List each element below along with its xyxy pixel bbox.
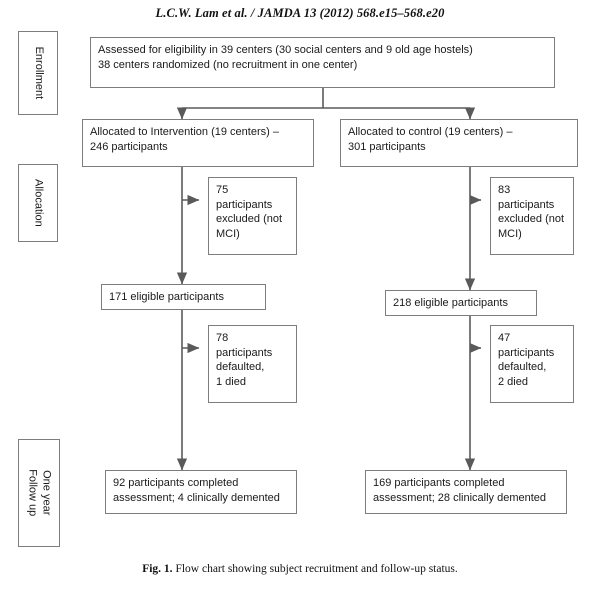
node-eligible-control: 218 eligible participants (385, 290, 537, 316)
node-completed-intervention-line-2: assessment; 4 clinically demented (113, 491, 280, 504)
node-excluded-control-line-3: excluded (not (498, 213, 565, 226)
node-allocated-control: Allocated to control (19 centers) – 301 … (340, 119, 578, 167)
node-allocated-control-line-1: Allocated to control (19 centers) – (348, 126, 513, 138)
node-defaulted-intervention: 78 participants defaulted, 1 died (208, 325, 297, 403)
stage-label-one-year-follow-up-text: One year Follow up (27, 469, 53, 517)
node-defaulted-intervention-line-4: 1 died (216, 375, 246, 388)
node-excluded-control: 83 participants excluded (not MCI) (490, 177, 574, 255)
node-excluded-intervention-line-4: MCI) (216, 227, 240, 240)
node-assessed-line-2: 38 centers randomized (no recruitment in… (98, 58, 358, 71)
figure-caption-text: Flow chart showing subject recruitment a… (175, 563, 458, 575)
node-excluded-control-line-2: participants (498, 198, 555, 211)
node-excluded-intervention-line-3: excluded (not (216, 213, 283, 226)
node-allocated-control-line-2: 301 participants (348, 140, 426, 153)
node-allocated-intervention-line-2: 246 participants (90, 140, 168, 153)
node-completed-control-line-2: assessment; 28 clinically demented (373, 491, 547, 504)
node-defaulted-control-line-3: defaulted, (498, 361, 547, 374)
node-completed-intervention: 92 participants completed assessment; 4 … (105, 470, 297, 514)
node-excluded-intervention-line-2: participants (216, 198, 273, 211)
stage-label-enrollment-text: Enrollment (32, 46, 45, 100)
node-defaulted-intervention-line-2: participants (216, 346, 273, 359)
node-excluded-control-line-4: MCI) (498, 227, 522, 240)
stage-label-one-year-follow-up: One year Follow up (18, 439, 60, 547)
node-eligible-control-text: 218 eligible participants (393, 296, 508, 309)
node-excluded-intervention: 75 participants excluded (not MCI) (208, 177, 297, 255)
journal-running-head: L.C.W. Lam et al. / JAMDA 13 (2012) 568.… (155, 6, 445, 20)
node-defaulted-control-line-2: participants (498, 346, 555, 359)
node-excluded-control-line-1: 83 (498, 184, 511, 196)
node-assessed-for-eligibility: Assessed for eligibility in 39 centers (… (90, 37, 555, 88)
figure-caption-label: Fig. 1. (142, 563, 173, 575)
node-completed-intervention-line-1: 92 participants completed (113, 477, 239, 489)
node-allocated-intervention-line-1: Allocated to Intervention (19 centers) – (90, 126, 279, 138)
stage-label-enrollment: Enrollment (18, 31, 58, 115)
figure-caption: Fig. 1. Flow chart showing subject recru… (0, 563, 600, 575)
node-completed-control: 169 participants completed assessment; 2… (365, 470, 567, 514)
node-excluded-intervention-line-1: 75 (216, 184, 229, 196)
node-defaulted-control-line-4: 2 died (498, 375, 528, 388)
stage-label-allocation: Allocation (18, 164, 58, 242)
stage-label-allocation-text: Allocation (32, 179, 45, 227)
node-allocated-intervention: Allocated to Intervention (19 centers) –… (82, 119, 314, 167)
node-defaulted-intervention-line-1: 78 (216, 332, 229, 344)
node-defaulted-control: 47 participants defaulted, 2 died (490, 325, 574, 403)
node-assessed-line-1: Assessed for eligibility in 39 centers (… (98, 44, 473, 56)
node-defaulted-intervention-line-3: defaulted, (216, 361, 265, 374)
node-completed-control-line-1: 169 participants completed (373, 477, 505, 489)
node-defaulted-control-line-1: 47 (498, 332, 511, 344)
node-eligible-intervention: 171 eligible participants (101, 284, 266, 310)
node-eligible-intervention-text: 171 eligible participants (109, 290, 224, 303)
